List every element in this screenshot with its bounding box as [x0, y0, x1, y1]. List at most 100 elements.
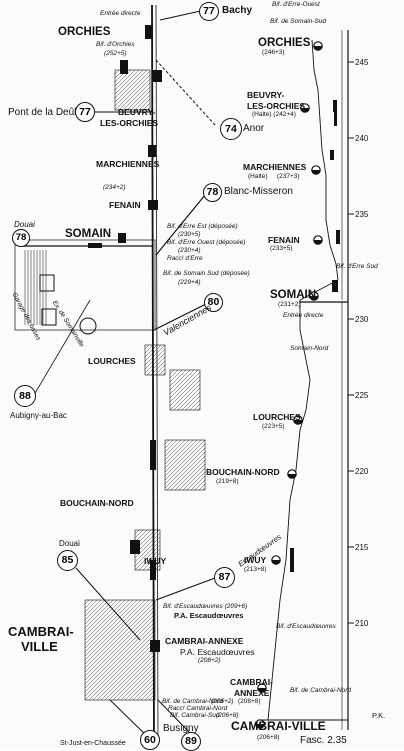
- station-block: [120, 60, 128, 74]
- fenain-left-label: FENAIN: [109, 200, 141, 210]
- siding-hatch: [146, 106, 151, 111]
- branch-anor: [155, 59, 216, 126]
- bachy-label: Bachy: [222, 5, 253, 16]
- route-87-badge: 87: [214, 567, 235, 588]
- route-77-badge: 77: [75, 102, 95, 122]
- siding-hatch: [186, 471, 206, 491]
- profile-lourches-name: LOURCHES: [253, 412, 301, 422]
- profile-bif-erre-sud: Bif. d'Erre Sud: [336, 263, 378, 270]
- profile-station-marker-fill: [309, 296, 319, 301]
- somain-g-box: [39, 274, 55, 292]
- profile-orchies-km: (246+3): [262, 49, 285, 56]
- profile-pk-label: P.K.: [372, 711, 386, 720]
- siding-hatch: [152, 697, 156, 701]
- siding-hatch: [136, 681, 156, 701]
- siding-hatch: [146, 556, 161, 571]
- siding-hatch: [132, 677, 156, 701]
- st-just-label: St-Just-en-Chaussée: [60, 740, 126, 747]
- siding-hatch: [164, 439, 178, 453]
- route-88-badge: 88: [14, 385, 36, 407]
- bif-orchies-km: (252+5): [104, 50, 127, 57]
- siding-hatch: [164, 439, 194, 469]
- siding-hatch: [114, 69, 140, 95]
- siding-hatch: [158, 568, 161, 571]
- siding-hatch: [154, 364, 166, 376]
- siding-hatch: [177, 387, 201, 411]
- profile-bar: [332, 280, 338, 292]
- lourches-left-label: LOURCHES: [88, 356, 136, 366]
- siding-hatch: [88, 633, 156, 701]
- siding-hatch: [114, 69, 124, 79]
- siding-hatch: [142, 552, 161, 571]
- siding-hatch: [84, 599, 150, 665]
- siding-hatch: [84, 599, 90, 605]
- siding-hatch: [164, 439, 198, 473]
- siding-hatch: [164, 439, 206, 481]
- aubigny-label: Aubigny-au-Bac: [10, 411, 67, 420]
- iwuy-left-label: IWUY: [144, 556, 167, 566]
- siding-hatch: [84, 629, 156, 701]
- km-tick-220: 220: [355, 467, 369, 476]
- profile-bar: [290, 548, 294, 572]
- bif-cambrai-sud-label: Bif. Cambrai-Sud: [170, 712, 220, 719]
- siding-hatch: [169, 379, 201, 411]
- route-77-top-badge: 77: [199, 2, 219, 21]
- km-tick-210: 210: [355, 619, 369, 628]
- station-block: [145, 25, 153, 39]
- siding-hatch: [108, 653, 156, 701]
- siding-hatch: [134, 532, 161, 559]
- pont-deule-label: Pont de la Deûle: [8, 107, 82, 118]
- douai-lower-label: Douai: [59, 539, 80, 548]
- pa-escaudoeuvres-2-km: (208+2): [198, 657, 221, 664]
- siding-hatch: [84, 599, 102, 617]
- siding-hatch: [84, 621, 156, 693]
- profile-somain-name: SOMAIN: [270, 289, 316, 301]
- profile-bif-somain-sud: Bif. de Somain-Sud: [270, 18, 327, 25]
- siding-hatch: [140, 685, 156, 701]
- siding-hatch: [169, 375, 201, 407]
- km-tick-215: 215: [355, 543, 369, 552]
- siding-hatch: [104, 649, 156, 701]
- profile-lourches-km: (223+5): [262, 423, 285, 430]
- siding-hatch: [114, 69, 128, 83]
- siding-hatch: [84, 599, 122, 637]
- siding-hatch: [112, 657, 156, 701]
- branch-valenciennes: [153, 303, 207, 331]
- siding-hatch: [84, 599, 98, 613]
- siding-hatch: [84, 599, 142, 657]
- siding-hatch: [148, 693, 156, 701]
- siding-hatch: [126, 86, 151, 111]
- siding-hatch: [134, 529, 156, 551]
- profile-marchiennes-km: (237+3): [277, 173, 300, 180]
- siding-hatch: [114, 69, 136, 91]
- profile-bar: [336, 230, 340, 244]
- profile-somain-km: (231+2): [278, 301, 301, 308]
- profile-cambrai-annexe-name-2: ANNEXE: [234, 688, 270, 698]
- anor-label: Anor: [243, 123, 265, 134]
- siding-hatch: [128, 673, 156, 701]
- siding-hatch: [84, 605, 156, 677]
- siding-hatch: [164, 439, 182, 457]
- bif-escaudoeuvres-label: Bif. d'Escaudœuvres (209+6): [163, 603, 248, 610]
- siding-hatch: [138, 548, 161, 571]
- beuvry-left-label-1: BEUVRY-: [118, 107, 156, 117]
- cambrai-ville-left-label-2: VILLE: [21, 639, 58, 654]
- route-85-badge: 85: [57, 550, 78, 571]
- siding-hatch: [114, 70, 151, 107]
- siding-hatch: [142, 102, 151, 111]
- siding-hatch: [84, 599, 110, 625]
- siding-hatch: [169, 371, 201, 403]
- somain-yard-frame: [14, 239, 156, 331]
- profile-gradient-line: [267, 39, 339, 721]
- profile-station-marker-fill: [293, 420, 303, 425]
- route-89-badge: 89: [181, 732, 201, 751]
- siding-hatch: [134, 94, 151, 111]
- profile-bouchain-name: BOUCHAIN-NORD: [206, 467, 280, 477]
- siding-hatch: [169, 369, 187, 387]
- siding-hatch: [84, 599, 154, 669]
- profile-cambrai-ville-name: CAMBRAI-VILLE: [231, 719, 326, 733]
- siding-hatch: [146, 356, 166, 376]
- profile-fenain-km: (233+5): [270, 245, 293, 252]
- siding-hatch: [84, 599, 126, 641]
- siding-hatch: [169, 369, 191, 391]
